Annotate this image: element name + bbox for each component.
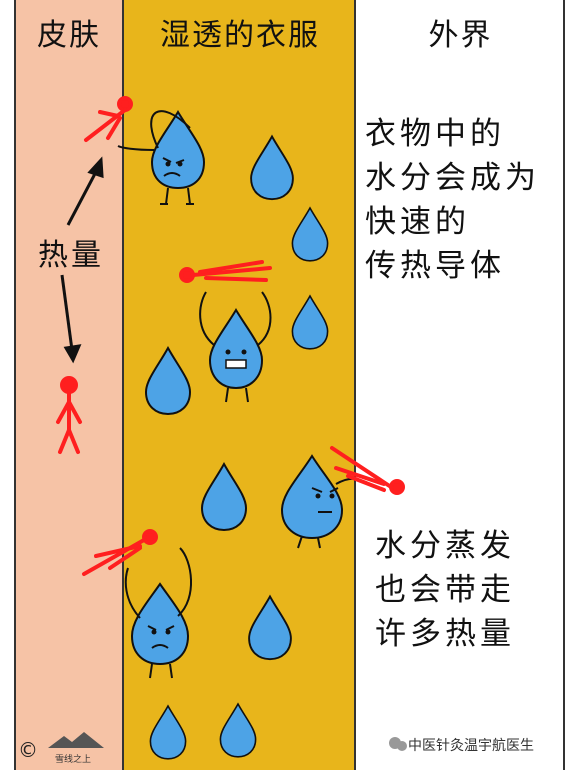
- droplet-character: [117, 110, 206, 205]
- droplet-character: [280, 454, 371, 549]
- note-line: 也会带走: [375, 572, 515, 608]
- outside-panel: [356, 0, 565, 770]
- skin-header: 皮肤: [37, 18, 101, 53]
- note-line: 快速的: [365, 204, 470, 240]
- droplet-character: [124, 547, 192, 679]
- copyright-symbol: ©: [18, 738, 38, 762]
- mountain-logo: [48, 732, 104, 748]
- wechat-icon: [389, 737, 407, 751]
- person-figure: [56, 376, 82, 454]
- note-line: 水分蒸发: [375, 528, 515, 564]
- heat-figure: [84, 96, 133, 142]
- heat-up-arrow: [66, 156, 104, 226]
- water-droplet: [145, 347, 191, 415]
- heat-figure: [82, 529, 158, 576]
- note-line: 衣物中的: [365, 116, 505, 152]
- heat-figure: [179, 260, 272, 283]
- wechat-account-tag: 中医针灸温宇航医生: [408, 738, 534, 754]
- droplet-character: [199, 291, 272, 403]
- heat-down-arrow: [60, 274, 82, 364]
- outside-header: 外界: [428, 18, 493, 53]
- water-droplet: [201, 463, 247, 531]
- water-droplet: [149, 705, 187, 760]
- logo-caption: 雪线之上: [55, 755, 92, 765]
- evaporation-note: 水分蒸发 也会带走 许多热量: [375, 524, 515, 656]
- note-line: 传热导体: [365, 248, 505, 284]
- water-droplet: [291, 207, 329, 262]
- heat-figure: [330, 446, 405, 495]
- water-droplet: [250, 135, 294, 201]
- wet-clothes-header: 湿透的衣服: [160, 18, 320, 53]
- water-droplet: [219, 703, 257, 758]
- water-droplet: [291, 295, 329, 350]
- note-line: 水分会成为: [365, 160, 540, 196]
- water-droplet: [248, 595, 292, 661]
- note-line: 许多热量: [375, 616, 515, 652]
- conduction-note: 衣物中的 水分会成为 快速的 传热导体: [365, 112, 540, 288]
- heat-label: 热量: [38, 238, 104, 273]
